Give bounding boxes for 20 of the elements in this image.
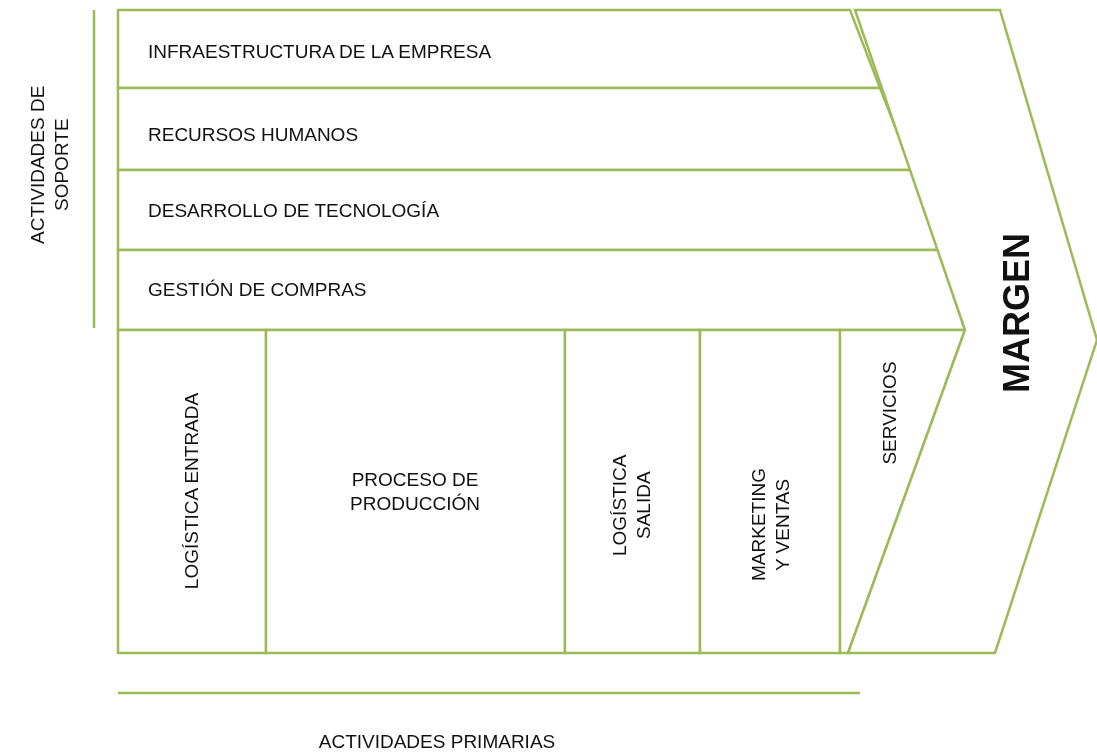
support-band (118, 170, 938, 250)
activity-label: LOGÍSTICA ENTRADA (180, 392, 204, 590)
activity-label: DESARROLLO DE TECNOLOGÍA (148, 199, 440, 223)
activity-label: RECURSOS HUMANOS (148, 123, 359, 147)
activity-label: MARKETING Y VENTAS (747, 467, 794, 584)
section-label: ACTIVIDADES PRIMARIAS (318, 730, 556, 753)
activity-column (266, 330, 565, 653)
margin-label: MARGEN (994, 233, 1038, 393)
activity-column (565, 330, 700, 653)
activity-column (700, 330, 840, 653)
support-band (118, 250, 965, 330)
support-band (118, 10, 880, 88)
activity-column (118, 330, 266, 653)
section-label: ACTIVIDADES DE SOPORTE (26, 84, 73, 247)
activity-label: LOGÍSTICA SALIDA (608, 453, 655, 558)
activity-label: INFRAESTRUCTURA DE LA EMPRESA (148, 40, 492, 64)
activity-label: GESTIÓN DE COMPRAS (148, 278, 367, 302)
activity-label: SERVICIOS (878, 361, 902, 465)
activity-label: PROCESO DE PRODUCCIÓN (349, 468, 481, 516)
activity-column (840, 330, 965, 653)
